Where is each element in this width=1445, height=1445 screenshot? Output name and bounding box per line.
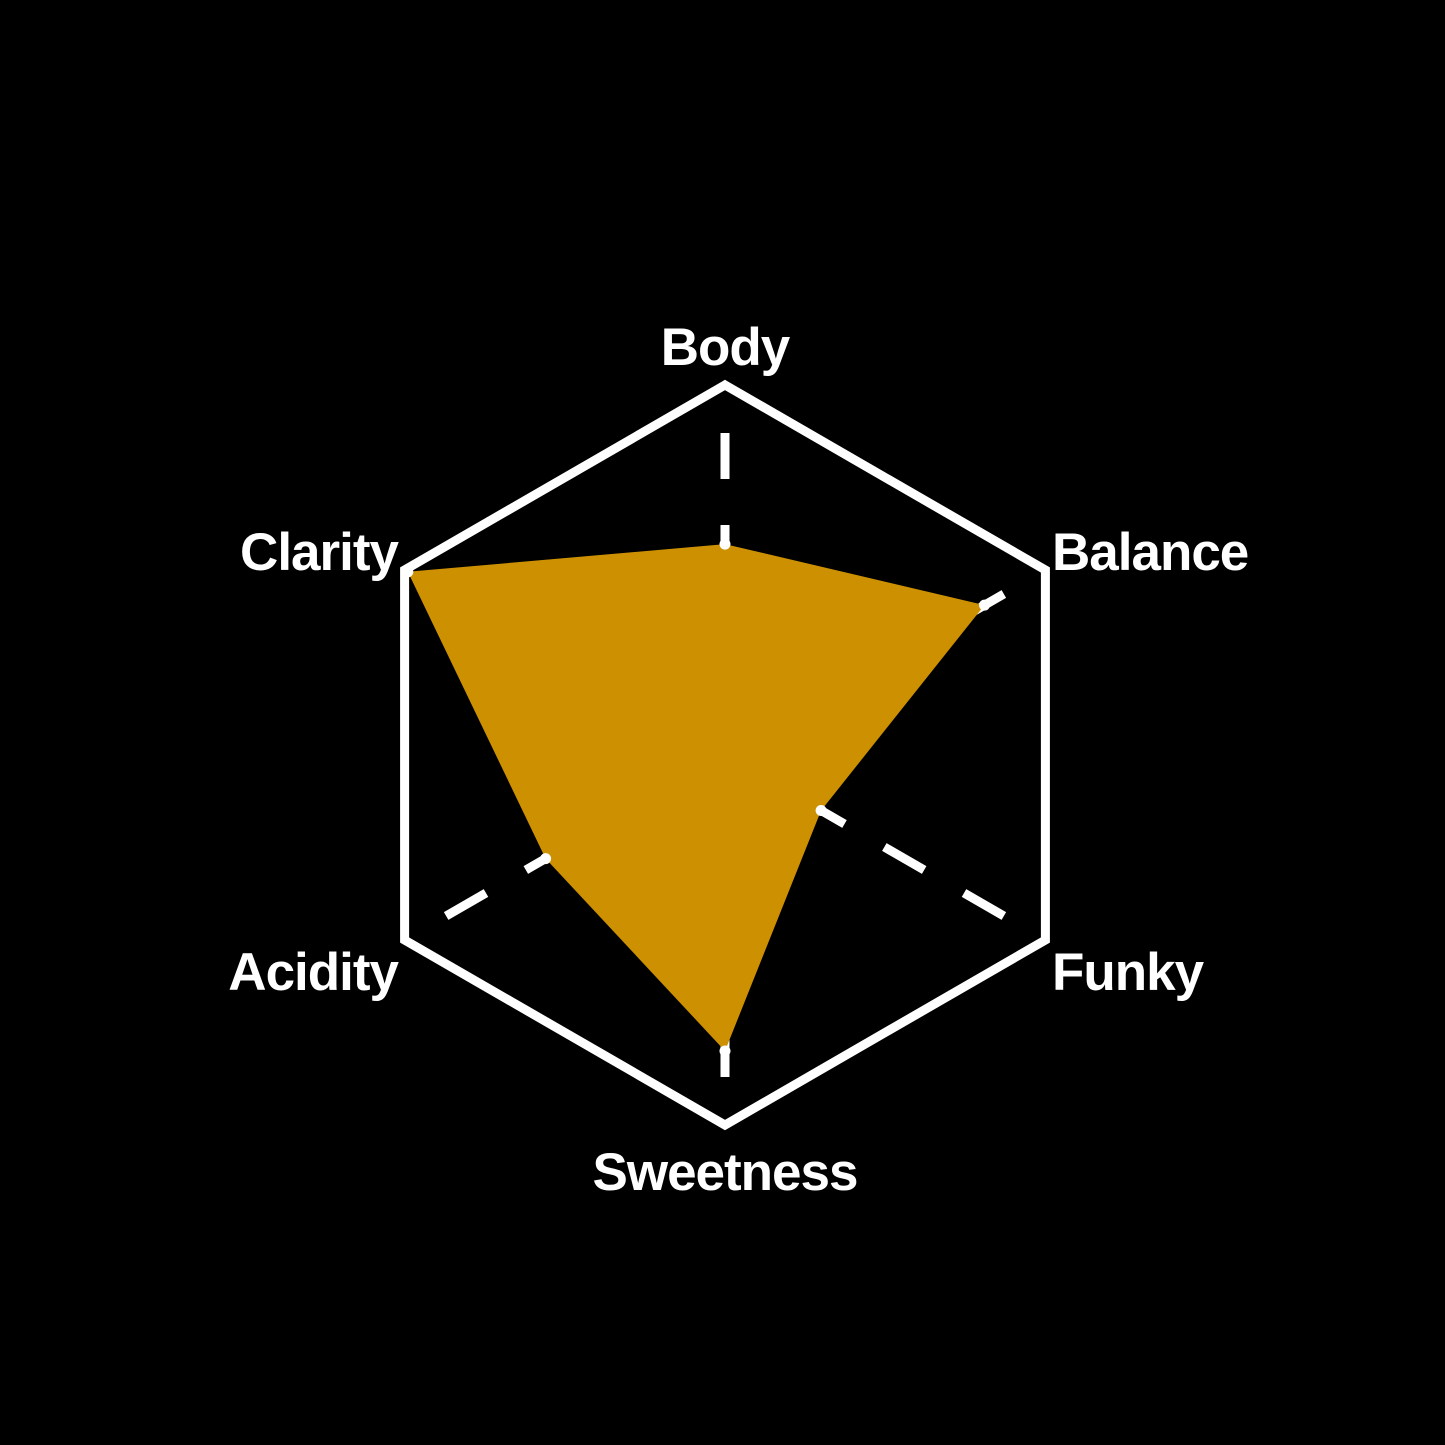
axis-label-sweetness: Sweetness <box>593 1143 858 1202</box>
axis-label-acidity: Acidity <box>228 943 399 1002</box>
radar-data-point-body <box>719 538 731 550</box>
radar-data-point-sweetness <box>719 1045 731 1057</box>
axis-label-balance: Balance <box>1052 523 1248 582</box>
radar-data-point-clarity <box>402 566 414 578</box>
radar-data-markers <box>402 538 990 1057</box>
radar-data-point-funky <box>815 805 827 816</box>
axis-label-funky: Funky <box>1052 943 1205 1002</box>
axis-label-body: Body <box>661 318 791 377</box>
radar-data-point-balance <box>979 599 990 611</box>
radar-spoke-funky <box>722 751 1048 944</box>
axis-label-clarity: Clarity <box>240 523 399 582</box>
radar-data-polygon <box>407 544 985 1051</box>
radar-data-point-acidity <box>540 853 552 865</box>
